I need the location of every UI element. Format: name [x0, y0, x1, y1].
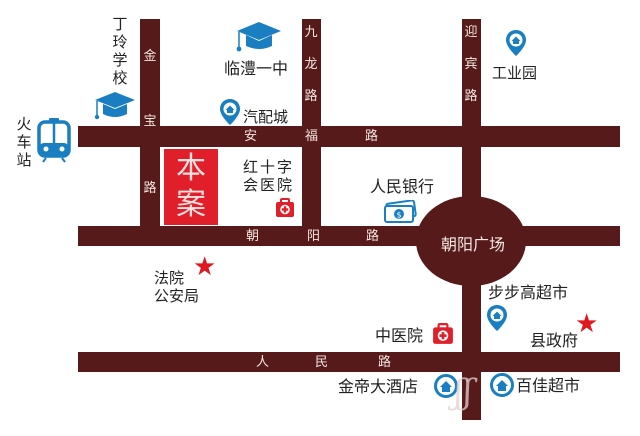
road-yingbin — [462, 19, 481, 206]
baijia-supermarket-label: 百佳超市 — [516, 376, 581, 395]
graduation-cap-icon — [94, 92, 135, 120]
road-label-renmin-3: 路 — [378, 355, 392, 370]
industrial-park-label: 工业园 — [492, 64, 538, 82]
road-anfu — [78, 126, 620, 147]
road-label-yingbin-1: 迎 — [464, 25, 478, 40]
dingling-school-label: 丁 玲 学 校 — [112, 15, 128, 87]
road-label-yingbin-2: 宾 — [464, 57, 478, 72]
location-pin-icon — [434, 374, 458, 398]
location-pin-icon — [506, 30, 526, 56]
road-chaoyang — [78, 226, 620, 246]
court-star-icon: ★ — [193, 252, 217, 282]
county-government-label: 县政府 — [530, 331, 579, 350]
jindi-hotel-label: 金帝大酒店 — [338, 377, 419, 396]
project-label-line2: 案 — [176, 187, 206, 222]
chaoyang-plaza-circle — [416, 196, 526, 286]
road-renmin — [78, 352, 620, 372]
road-label-chaoyang-1: 朝 — [246, 229, 260, 244]
court-police-label: 法院 公安局 — [154, 269, 200, 305]
county-government-star-icon: ★ — [575, 309, 599, 339]
road-label-anfu-1: 安 — [244, 129, 258, 144]
road-label-anfu-2: 福 — [305, 129, 319, 144]
medical-kit-icon — [433, 323, 453, 344]
peoples-bank-label: 人民银行 — [370, 177, 435, 196]
chaoyang-plaza-label: 朝阳广场 — [441, 235, 506, 254]
red-cross-hospital-label: 红十字 会医院 — [243, 158, 295, 194]
location-pin-icon — [220, 99, 240, 125]
road-label-renmin-2: 民 — [315, 355, 329, 370]
auto-parts-city-label: 汽配城 — [243, 108, 289, 126]
road-label-jiulong-2: 龙 — [304, 57, 318, 72]
train-station-label: 火 车 站 — [16, 115, 32, 169]
road-label-jinbao-3: 路 — [143, 181, 157, 196]
project-marker[interactable]: 本 案 — [164, 149, 218, 225]
road-label-chaoyang-3: 路 — [366, 229, 380, 244]
project-label-line1: 本 — [176, 151, 206, 186]
road-label-jinbao-1: 金 — [143, 49, 157, 64]
road-jinbao — [140, 19, 160, 230]
watermark: ʃʃ — [454, 372, 473, 412]
svg-text:$: $ — [396, 211, 401, 220]
graduation-cap-icon — [236, 22, 281, 52]
road-label-jiulong-1: 九 — [304, 25, 318, 40]
train-icon — [37, 118, 71, 163]
bubugao-supermarket-label: 步步高超市 — [488, 283, 569, 302]
road-jiulong — [302, 19, 321, 230]
road-label-yingbin-3: 路 — [464, 89, 478, 104]
road-label-jiulong-3: 路 — [304, 89, 318, 104]
linli-no1-school-label: 临澧一中 — [224, 59, 289, 78]
tcm-hospital-label: 中医院 — [375, 326, 424, 345]
location-pin-icon — [487, 305, 507, 331]
road-label-anfu-3: 路 — [365, 129, 379, 144]
medical-kit-icon — [276, 198, 294, 217]
road-yingbin-south — [462, 270, 481, 420]
road-label-jinbao-2: 宝 — [143, 114, 157, 129]
location-pin-icon — [490, 373, 514, 397]
road-label-chaoyang-2: 阳 — [307, 229, 321, 244]
money-icon: $ — [384, 200, 417, 223]
road-label-renmin-1: 人 — [256, 355, 270, 370]
